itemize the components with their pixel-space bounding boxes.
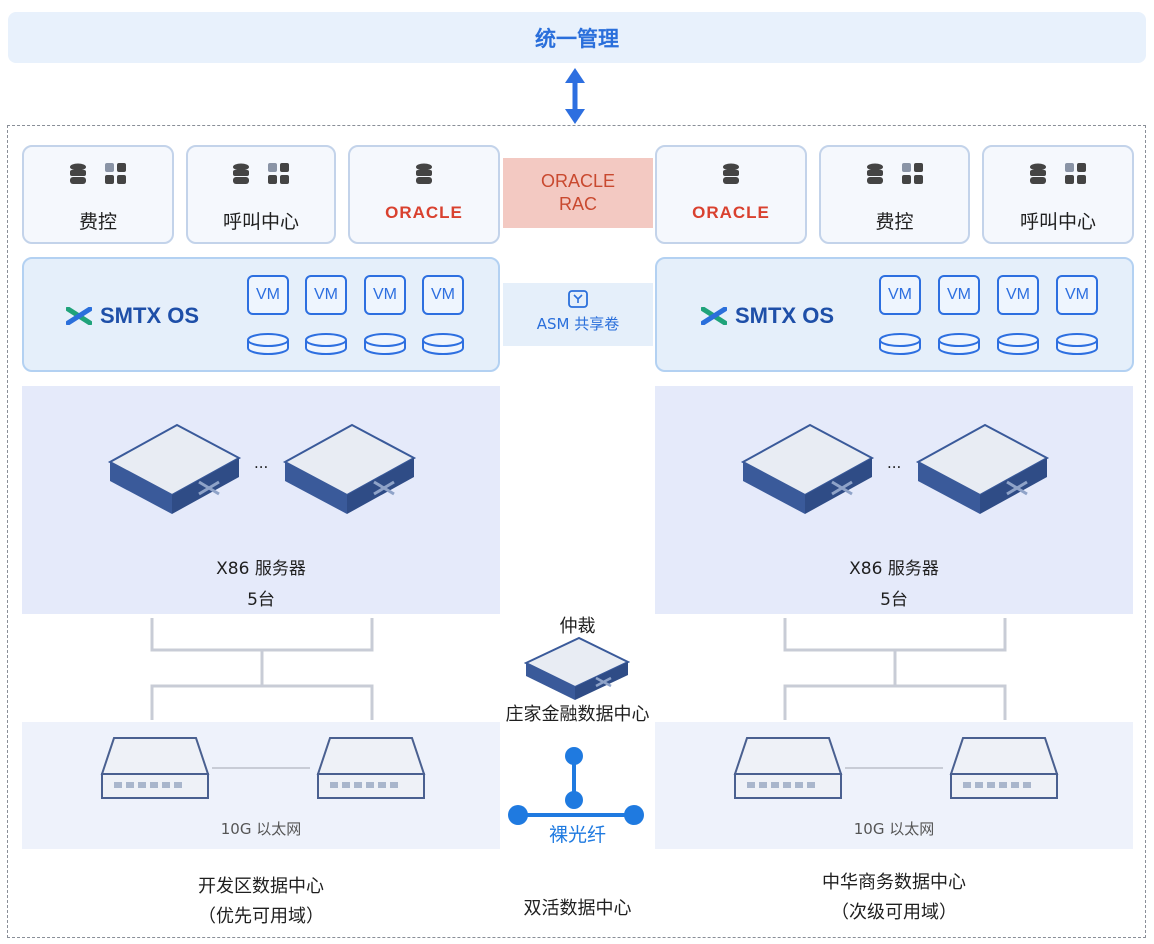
fiber-topology-icon [508, 747, 644, 825]
network-label: 10G 以太网 [853, 820, 935, 838]
database-icon [233, 163, 249, 184]
apps-grid-icon [1065, 163, 1086, 184]
disk-icon [938, 333, 980, 355]
switch-link [212, 767, 310, 769]
vm-box: VM [247, 275, 289, 315]
oracle-logo: ORACLE [385, 203, 463, 222]
asm-label: ASM 共享卷 [536, 315, 620, 333]
database-icon [70, 163, 86, 184]
dc-right-caption: 中华商务数据中心 （次级可用域） [655, 868, 1133, 928]
server-panel-right: ... X86 服务器 5台 [655, 386, 1133, 614]
app-card-callcenter-left: 呼叫中心 [186, 145, 336, 244]
dc-right-name: 中华商务数据中心 [822, 872, 966, 893]
smtx-os-label: SMTX OS [100, 303, 200, 328]
switch-icon [733, 737, 843, 799]
network-label: 10G 以太网 [220, 820, 302, 838]
smtx-os-panel-right: SMTX OS VM VM VM VM [655, 257, 1134, 372]
smtx-os-panel-left: SMTX OS VM VM VM VM [22, 257, 500, 372]
vm-box: VM [879, 275, 921, 315]
rac-line1: ORACLE [540, 171, 616, 191]
switch-icon [100, 737, 210, 799]
app-card-label: 呼叫中心 [222, 211, 299, 233]
dc-left-caption: 开发区数据中心 （优先可用域） [22, 872, 500, 932]
server-panel-left: ... X86 服务器 5台 [22, 386, 500, 614]
arbiter-server-icon [524, 636, 630, 700]
app-card-expense-right: 费控 [819, 145, 970, 244]
server-count: 5台 [247, 590, 275, 610]
server-model: X86 服务器 [849, 559, 939, 579]
disk-icon [247, 333, 289, 355]
fiber-label: 裸光纤 [548, 824, 606, 846]
ellipsis: ... [887, 454, 902, 472]
app-card-label: 费控 [78, 211, 117, 233]
unified-management-bar: 统一管理 [8, 12, 1146, 63]
app-card-label: 费控 [875, 211, 914, 233]
double-arrow-icon [565, 68, 585, 124]
storage-drive-icon [568, 290, 588, 308]
vm-box: VM [1056, 275, 1098, 315]
switch-link [845, 767, 943, 769]
database-icon [723, 163, 739, 184]
connection-lines [150, 618, 1007, 720]
smtx-os-label: SMTX OS [735, 303, 835, 328]
disk-icon [997, 333, 1039, 355]
database-icon [416, 163, 432, 184]
disk-icon [422, 333, 464, 355]
dual-active-label: 双活数据中心 [523, 898, 632, 919]
database-icon [1030, 163, 1046, 184]
rac-line2: RAC [558, 194, 597, 214]
server-icon [915, 423, 1050, 514]
server-icon [740, 423, 875, 514]
network-panel-left: 10G 以太网 [22, 722, 500, 849]
apps-grid-icon [268, 163, 289, 184]
dual-active-boundary [7, 125, 1146, 938]
server-icon [282, 423, 417, 514]
dc-left-name: 开发区数据中心 [198, 876, 324, 897]
app-card-oracle-right: ORACLE [655, 145, 807, 244]
app-card-expense-left: 费控 [22, 145, 174, 244]
disk-icon [1056, 333, 1098, 355]
arbiter-label: 仲裁 [559, 616, 596, 637]
dc-left-domain: （优先可用域） [198, 906, 324, 927]
disk-icon [879, 333, 921, 355]
vm-box: VM [997, 275, 1039, 315]
app-card-callcenter-right: 呼叫中心 [982, 145, 1134, 244]
asm-shared-volume: ASM 共享卷 [503, 283, 653, 346]
vm-box: VM [305, 275, 347, 315]
apps-grid-icon [105, 163, 126, 184]
ellipsis: ... [254, 454, 269, 472]
unified-management-label: 统一管理 [535, 26, 619, 51]
vm-box: VM [938, 275, 980, 315]
switch-icon [949, 737, 1059, 799]
dc-right-domain: （次级可用域） [831, 902, 957, 923]
disk-icon [364, 333, 406, 355]
database-icon [866, 163, 883, 184]
app-card-oracle-left: ORACLE [348, 145, 500, 244]
server-model: X86 服务器 [216, 559, 306, 579]
smtx-brand: SMTX OS [701, 303, 834, 329]
oracle-logo: ORACLE [692, 203, 770, 222]
disk-icon [305, 333, 347, 355]
switch-icon [316, 737, 426, 799]
smtx-brand: SMTX OS [66, 303, 199, 329]
server-icon [107, 423, 242, 514]
network-panel-right: 10G 以太网 [655, 722, 1133, 849]
apps-grid-icon [901, 163, 923, 184]
vm-box: VM [422, 275, 464, 315]
app-card-label: 呼叫中心 [1019, 211, 1096, 233]
smartx-logo-icon [701, 307, 727, 325]
vm-box: VM [364, 275, 406, 315]
server-count: 5台 [880, 590, 908, 610]
arbiter-site-label: 庄家金融数据中心 [505, 704, 650, 725]
smartx-logo-icon [66, 307, 92, 325]
oracle-rac-link: ORACLE RAC [503, 158, 653, 228]
